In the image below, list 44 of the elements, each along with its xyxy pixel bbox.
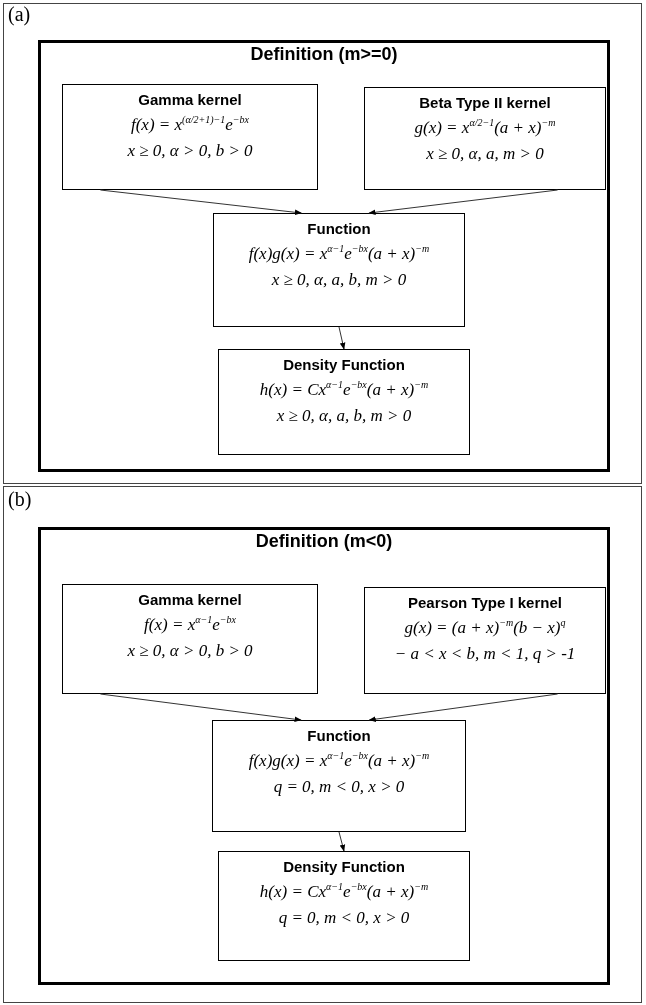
arrow bbox=[368, 693, 559, 722]
formula-text: f(x) = x$^{(α/2+1)−1}$e$^{−bx}$ bbox=[130, 114, 250, 135]
process-box bbox=[218, 349, 470, 455]
formula-text: h(x) = Cx$^{α−1}$e$^{−bx}$(a + x)$^{−m}$ bbox=[258, 379, 430, 400]
panel-title: Definition (m>=0) bbox=[249, 44, 399, 65]
panel-label: (a) bbox=[8, 3, 31, 26]
box-heading: Gamma kernel bbox=[137, 91, 243, 108]
arrow bbox=[338, 831, 346, 852]
condition-text: x ≥ 0, α, a, b, m > 0 bbox=[275, 405, 413, 426]
box-heading: Density Function bbox=[282, 356, 406, 373]
condition-text: − a < x < b, m < 1, q > -1 bbox=[393, 643, 577, 664]
process-box bbox=[364, 87, 606, 190]
box-heading: Pearson Type I kernel bbox=[407, 594, 563, 611]
process-box bbox=[213, 213, 465, 327]
arrow bbox=[368, 189, 559, 215]
condition-text: x ≥ 0, α, a, m > 0 bbox=[425, 143, 545, 164]
box-heading: Beta Type II kernel bbox=[418, 94, 552, 111]
formula-text: f(x)g(x) = x$^{α−1}$e$^{−bx}$(a + x)$^{−m}$ bbox=[247, 750, 431, 771]
process-box bbox=[62, 584, 318, 694]
box-heading: Gamma kernel bbox=[137, 591, 243, 608]
process-box bbox=[62, 84, 318, 190]
definition-panel bbox=[38, 527, 610, 985]
panel-label: (b) bbox=[8, 488, 32, 511]
formula-text: h(x) = Cx$^{α−1}$e$^{−bx}$(a + x)$^{−m}$ bbox=[258, 881, 430, 902]
arrow bbox=[99, 693, 302, 722]
condition-text: q = 0, m < 0, x > 0 bbox=[272, 776, 406, 797]
formula-text: f(x) = x$^{α−1}$e$^{−bx}$ bbox=[143, 614, 237, 635]
formula-text: g(x) = x$^{α/2−1}$(a + x)$^{−m}$ bbox=[413, 117, 557, 138]
box-heading: Density Function bbox=[282, 858, 406, 875]
process-box bbox=[218, 851, 470, 961]
arrow bbox=[99, 189, 302, 216]
formula-text: f(x)g(x) = x$^{α−1}$e$^{−bx}$(a + x)$^{−m}$ bbox=[247, 243, 431, 264]
process-box bbox=[364, 587, 606, 694]
condition-text: x ≥ 0, α > 0, b > 0 bbox=[126, 140, 254, 161]
condition-text: x ≥ 0, α, a, b, m > 0 bbox=[270, 269, 408, 290]
process-box bbox=[212, 720, 466, 832]
arrow bbox=[338, 326, 346, 350]
condition-text: x ≥ 0, α > 0, b > 0 bbox=[126, 640, 254, 661]
box-heading: Function bbox=[306, 220, 372, 237]
definition-panel bbox=[38, 40, 610, 472]
condition-text: q = 0, m < 0, x > 0 bbox=[277, 907, 411, 928]
box-heading: Function bbox=[306, 727, 372, 744]
formula-text: g(x) = (a + x)$^{−m}$(b − x)$^{q}$ bbox=[403, 617, 567, 638]
panel-title: Definition (m<0) bbox=[254, 531, 394, 552]
